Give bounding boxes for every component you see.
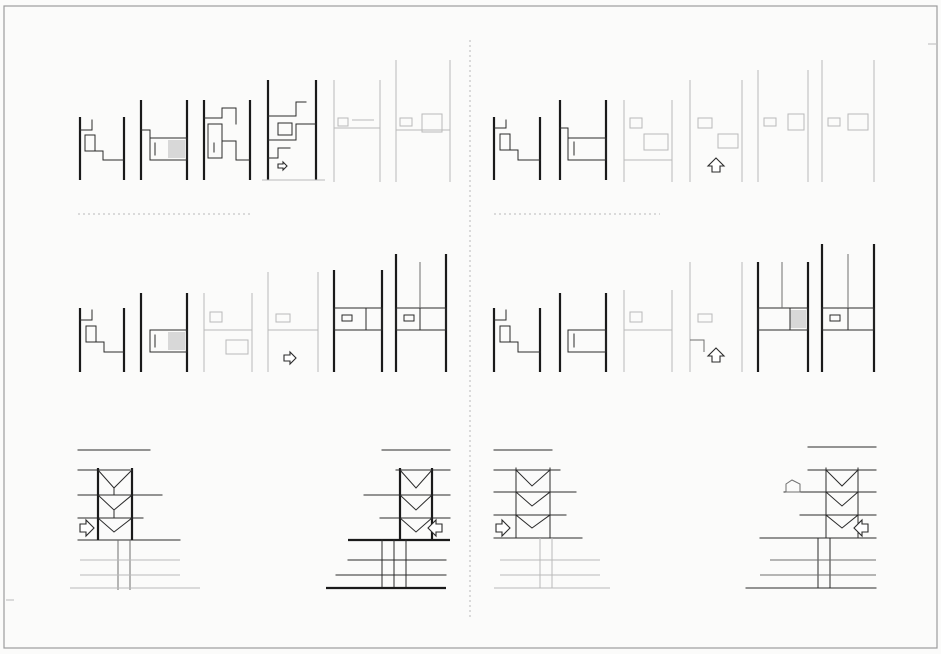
- plan-unit: [492, 117, 542, 180]
- plan-unit-faint: [267, 272, 319, 372]
- sheet-frame: [3, 5, 938, 649]
- plan-unit: [139, 100, 189, 180]
- entrance-arrow-icon: [283, 350, 297, 366]
- plan-unit: [756, 262, 810, 372]
- plan-unit: [262, 80, 325, 181]
- plan-panel-top-right: [492, 60, 875, 215]
- plan-unit-faint: [623, 290, 673, 372]
- section-panel-bottom-right: [493, 446, 877, 589]
- plan-unit: [492, 308, 542, 372]
- plan-unit: [202, 100, 252, 180]
- plan-unit: [78, 308, 126, 372]
- entrance-arrow-icon: [706, 157, 726, 173]
- plan-unit: [558, 100, 608, 180]
- plan-panel-top-left: [78, 60, 451, 215]
- plan-unit: [394, 254, 448, 372]
- plan-unit-faint: [623, 100, 673, 182]
- plan-unit: [558, 293, 608, 372]
- entrance-arrow-icon: [853, 518, 869, 538]
- plan-unit-faint: [333, 80, 381, 182]
- entrance-arrow-icon: [427, 518, 443, 538]
- plan-unit-faint: [395, 60, 451, 182]
- plan-unit: [78, 117, 126, 180]
- entrance-arrow-icon: [79, 518, 95, 538]
- stair-detail: [785, 479, 801, 493]
- entrance-arrow-icon: [495, 518, 511, 538]
- entrance-arrow-icon: [277, 160, 288, 172]
- entrance-arrow-icon: [706, 347, 726, 363]
- plan-unit: [332, 270, 384, 372]
- plan-unit-faint: [821, 60, 875, 182]
- plan-unit-faint: [689, 80, 743, 182]
- plan-panel-middle-left: [78, 254, 448, 372]
- section-panel-bottom-left: [70, 449, 451, 590]
- plan-unit-faint: [203, 293, 253, 372]
- plan-panel-middle-right: [492, 244, 876, 372]
- plan-unit: [820, 244, 876, 372]
- plan-unit: [139, 293, 189, 372]
- plan-unit-faint: [757, 70, 809, 182]
- plan-unit-faint: [689, 262, 743, 372]
